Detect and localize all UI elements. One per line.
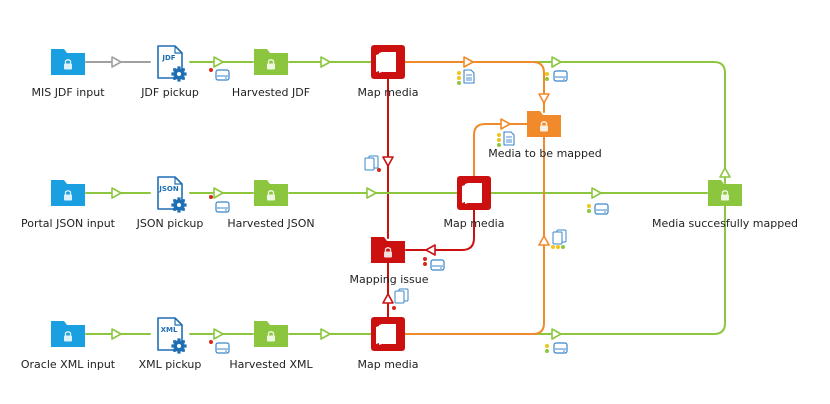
arrow-harvested-json-to-mapmedia2	[366, 187, 377, 199]
label-json-pickup: JSON pickup	[136, 217, 204, 230]
drive-icon-success-top	[553, 70, 568, 82]
label-media-succesfully-mapped: Media succesfully mapped	[652, 217, 798, 230]
flow-elements: JDF JSON XML	[51, 45, 742, 354]
connection-markers	[111, 56, 731, 354]
label-oracle-xml-input: Oracle XML input	[20, 358, 116, 371]
arrow-xmlpickup-to-harvested-xml	[213, 328, 224, 340]
docs-icon-mappingissue-low	[394, 288, 409, 304]
label-map-media-1: Map media	[357, 86, 419, 99]
arrow-oracle-to-xmlpickup	[111, 328, 122, 340]
status-dots-mappingissue-mid	[423, 257, 427, 266]
drive-icon-mappingissue-mid	[430, 259, 445, 271]
conn-mapmedia2-to-tobemapped[interactable]	[473, 123, 528, 177]
conn-mapmedia3-to-success[interactable]	[403, 204, 726, 335]
portal-json-input-folder-icon[interactable]	[51, 180, 85, 206]
drive-icon-xml	[215, 342, 230, 354]
oracle-xml-input-folder-icon[interactable]	[51, 321, 85, 347]
arrow-portal-to-jsonpickup	[111, 187, 122, 199]
status-dots-mappingissue-low	[392, 306, 396, 310]
status-dots-tobemapped-top	[457, 71, 461, 85]
label-harvested-jdf: Harvested JDF	[231, 86, 311, 99]
mapping-issue-folder-icon[interactable]	[371, 237, 405, 263]
map-media-3-icon[interactable]	[371, 317, 405, 351]
arrow-mapmedia3-to-mappingissue	[382, 293, 394, 304]
status-dots-success-top	[545, 72, 549, 81]
arrow-mapmedia2-to-tobemapped	[500, 118, 511, 130]
doc-icon-tobemapped-top	[463, 69, 475, 84]
arrow-mapmedia1-to-tobemapped-a	[463, 56, 474, 68]
harvested-json-folder-icon[interactable]	[254, 180, 288, 206]
conn-mapmedia1-to-success[interactable]	[403, 61, 726, 184]
arrow-mapmedia3-to-success	[551, 328, 562, 340]
label-harvested-xml: Harvested XML	[229, 358, 313, 371]
jdf-pickup-script-icon[interactable]: JDF	[157, 45, 187, 82]
arrow-mapmedia1-to-success-a	[551, 56, 562, 68]
drive-icon-success-mid	[594, 203, 609, 215]
label-mapping-issue: Mapping issue	[349, 273, 429, 286]
status-dots-json	[209, 195, 213, 199]
label-mis-jdf-input: MIS JDF input	[31, 86, 105, 99]
arrow-mapmedia3-to-tobemapped	[538, 235, 550, 246]
label-map-media-3: Map media	[357, 358, 419, 371]
status-dots-tobemapped-mid	[497, 133, 501, 147]
harvested-jdf-folder-icon[interactable]	[254, 49, 288, 75]
docs-icon-tobemapped-low	[552, 229, 567, 245]
status-dots-success-low	[545, 344, 549, 353]
svg-text:XML: XML	[161, 326, 178, 334]
svg-text:JSON: JSON	[158, 185, 179, 193]
arrow-harvested-xml-to-mapmedia3	[320, 328, 331, 340]
label-jdf-pickup: JDF pickup	[141, 86, 199, 99]
json-pickup-script-icon[interactable]: JSON	[157, 176, 187, 213]
arrow-jdfpickup-to-harvested-jdf	[213, 56, 224, 68]
label-map-media-2: Map media	[443, 217, 505, 230]
arrow-harvested-jdf-to-mapmedia1	[320, 56, 331, 68]
conn-mapmedia1-to-tobemapped[interactable]	[403, 61, 545, 113]
arrow-mis-to-jdfpickup	[111, 56, 122, 68]
arrow-jsonpickup-to-harvested-json	[213, 187, 224, 199]
label-harvested-json: Harvested JSON	[227, 217, 315, 230]
media-to-be-mapped-folder-icon[interactable]	[527, 111, 561, 137]
status-dots-jdf	[209, 68, 213, 72]
label-xml-pickup: XML pickup	[138, 358, 202, 371]
arrow-mapmedia1-to-success-b	[719, 167, 731, 178]
drive-icon-success-low	[553, 342, 568, 354]
map-media-2-icon[interactable]	[457, 176, 491, 210]
status-dots-mappingissue-top	[377, 168, 381, 172]
conn-mapmedia2-to-mappingissue[interactable]	[405, 209, 475, 251]
docs-icon-mappingissue-top	[364, 155, 379, 171]
drive-icon-jdf	[215, 69, 230, 81]
status-dots-tobemapped-low	[551, 245, 565, 249]
conn-mapmedia3-to-tobemapped[interactable]	[403, 135, 545, 335]
drive-icon-json	[215, 201, 230, 213]
doc-icon-tobemapped-mid	[503, 131, 515, 146]
label-media-to-be-mapped: Media to be mapped	[488, 147, 602, 160]
arrow-mapmedia2-to-mappingissue	[425, 244, 436, 256]
label-portal-json-input: Portal JSON input	[20, 217, 116, 230]
map-media-1-icon[interactable]	[371, 45, 405, 79]
status-dots-xml	[209, 340, 213, 344]
svg-text:JDF: JDF	[161, 54, 175, 62]
arrow-mapmedia1-to-tobemapped-b	[538, 93, 550, 104]
mis-jdf-input-folder-icon[interactable]	[51, 49, 85, 75]
xml-pickup-script-icon[interactable]: XML	[157, 317, 187, 354]
arrow-mapmedia1-to-mappingissue	[382, 156, 394, 167]
status-dots-success-mid	[587, 204, 591, 213]
arrow-mapmedia2-to-success	[591, 187, 602, 199]
harvested-xml-folder-icon[interactable]	[254, 321, 288, 347]
media-successfully-mapped-folder-icon[interactable]	[708, 180, 742, 206]
